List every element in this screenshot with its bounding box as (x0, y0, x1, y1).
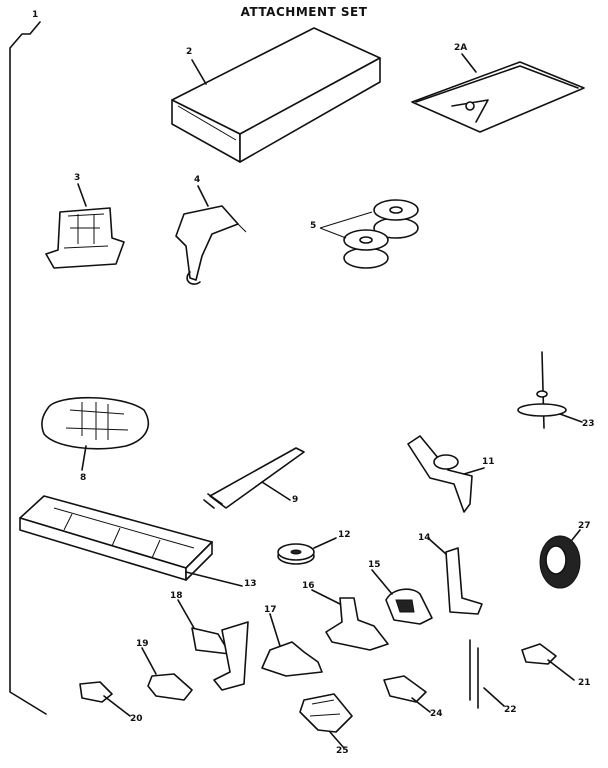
part-27-thread-spool (539, 529, 581, 589)
part-13-accessory-tray (19, 495, 243, 587)
callout-5: 5 (310, 221, 317, 231)
part-2a-envelope (411, 53, 585, 133)
part-18-shank-foot (177, 599, 249, 691)
part-22-needle (469, 639, 505, 709)
callout-17: 17 (264, 605, 277, 615)
set-bracket (9, 21, 47, 715)
part-24-presser-foot (383, 675, 431, 713)
part-12-bobbin (277, 537, 337, 565)
part-21-presser-foot (521, 643, 575, 681)
callout-21: 21 (578, 678, 591, 688)
callout-12: 12 (338, 530, 351, 540)
part-9-seam-ripper (203, 447, 305, 509)
callout-20: 20 (130, 714, 143, 724)
callout-8: 8 (80, 473, 87, 483)
callout-18: 18 (170, 591, 183, 601)
callout-1: 1 (32, 10, 39, 20)
callout-22: 22 (504, 705, 517, 715)
callout-23: 23 (582, 419, 595, 429)
part-3-presser-foot (45, 183, 125, 269)
part-25-presser-foot (299, 693, 353, 749)
callout-9: 9 (292, 495, 299, 505)
part-4-needle-guard (175, 185, 247, 285)
part-17-presser-foot (261, 613, 323, 677)
part-23-spool-pin (517, 351, 583, 429)
callout-25: 25 (336, 746, 349, 756)
part-8-needle-plate (41, 396, 150, 471)
callout-15: 15 (368, 560, 381, 570)
callout-4: 4 (194, 175, 201, 185)
callout-16: 16 (302, 581, 315, 591)
callout-13: 13 (244, 579, 257, 589)
part-19-presser-foot (141, 647, 193, 701)
callout-2a: 2A (454, 43, 468, 53)
diagram-title: ATTACHMENT SET (240, 5, 368, 19)
part-16-presser-foot (311, 589, 389, 651)
part-15-cording-foot (371, 569, 433, 625)
part-2-storage-box (171, 27, 381, 163)
callout-11: 11 (482, 457, 495, 467)
part-11-buttonhole-foot (407, 435, 485, 513)
callout-24: 24 (430, 709, 443, 719)
callout-27: 27 (578, 521, 591, 531)
callout-3: 3 (74, 173, 81, 183)
callout-19: 19 (136, 639, 149, 649)
part-20-presser-foot (79, 681, 131, 717)
part-14-zipper-foot (427, 537, 483, 615)
callout-14: 14 (418, 533, 431, 543)
part-5-bobbins (319, 199, 419, 269)
callout-2: 2 (186, 47, 193, 57)
